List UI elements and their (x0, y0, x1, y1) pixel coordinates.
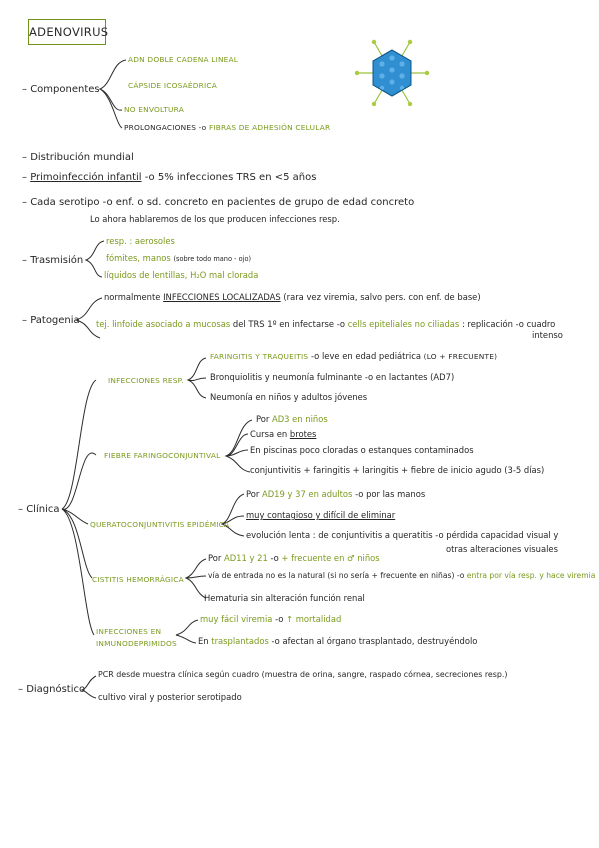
infecciones-resp-label: INFECCIONES RESP. (108, 376, 184, 385)
bronquiolitis-text: Bronquiolitis y neumonía fulminante -o e… (210, 372, 455, 382)
querato-label: QUERATOCONJUNTIVITIS EPIDÉMICA (90, 520, 230, 529)
trasmision-liquidos: líquidos de lentillas, H₂O mal clorada (104, 270, 259, 280)
inmuno-label-1: INFECCIONES EN (96, 627, 162, 636)
fiebre-conj: conjuntivitis + faringitis + laringitis … (250, 465, 545, 475)
diagnostico-cultivo: cultivo viral y posterior serotipado (98, 692, 242, 702)
cistitis-hematuria: Hematuria sin alteración función renal (204, 593, 365, 603)
componente-envoltura: NO ENVOLTURA (124, 105, 184, 114)
serotipo-note: Lo ahora hablaremos de los que producen … (90, 214, 340, 224)
faringitis-text: FARINGITIS Y TRAQUEITIS -o leve en edad … (210, 351, 498, 361)
componente-prolongaciones: PROLONGACIONES -o FIBRAS DE ADHESIÓN CEL… (124, 123, 331, 132)
trasmision-label: – Trasmisión (22, 255, 84, 266)
querato-evolucion: evolución lenta : de conjuntivitis a que… (246, 530, 559, 540)
fiebre-label: FIEBRE FARINGOCONJUNTIVAL (104, 451, 221, 460)
neumonia-text: Neumonía en niños y adultos jóvenes (210, 392, 368, 402)
componente-adn: ADN DOBLE CADENA LINEAL (128, 55, 239, 64)
diagnostico-pcr: PCR desde muestra clínica según cuadro (… (98, 670, 508, 679)
cistitis-label: CISTITIS HEMORRÁGICA (92, 575, 184, 584)
inmuno-viremia: muy fácil viremia -o ↑ mortalidad (200, 614, 342, 624)
fiebre-piscinas: En piscinas poco cloradas o estanques co… (250, 445, 474, 455)
clinica-label: – Clínica (18, 504, 60, 515)
querato-perdida2: otras alteraciones visuales (446, 544, 558, 554)
patogenia-label: – Patogenia (22, 315, 80, 326)
serotipo-text: – Cada serotipo -o enf. o sd. concreto e… (22, 197, 415, 208)
patogenia-line2: tej. linfoide asociado a mucosas del TRS… (96, 319, 556, 329)
querato-contagioso: muy contagioso y difícil de eliminar (246, 510, 396, 520)
fiebre-por: Por AD3 en niños (256, 414, 328, 424)
diagnostico-label: – Diagnóstico (18, 684, 86, 695)
patogenia-line1: normalmente INFECCIONES LOCALIZADAS (rar… (104, 292, 481, 302)
querato-por: Por AD19 y 37 en adultos -o por las mano… (246, 489, 426, 499)
cistitis-por: Por AD11 y 21 -o + frecuente en ♂ niños (208, 553, 380, 563)
page-title: ADENOVIRUS (29, 25, 109, 39)
fiebre-cursa: Cursa en brotes (250, 429, 317, 439)
trasmision-resp: resp. : aerosoles (106, 236, 175, 246)
componentes-label: – Componentes (22, 84, 100, 95)
distribucion-text: – Distribución mundial (22, 152, 134, 163)
patogenia-intenso: intenso (532, 330, 563, 340)
componente-capside: CÁPSIDE ICOSAÉDRICA (128, 81, 217, 90)
adenovirus-illustration (354, 39, 430, 107)
inmuno-label-2: INMUNODEPRIMIDOS (96, 639, 177, 648)
primoinfeccion-text: – Primoinfección infantil -o 5% infeccio… (22, 172, 317, 183)
cistitis-via: vía de entrada no es la natural (si no s… (208, 571, 596, 580)
title-box: ADENOVIRUS (28, 19, 109, 45)
trasmision-fomites: fómites, manos (sobre todo mano - ojo) (106, 253, 252, 263)
inmuno-trasplantados: En trasplantados -o afectan al órgano tr… (198, 636, 478, 646)
